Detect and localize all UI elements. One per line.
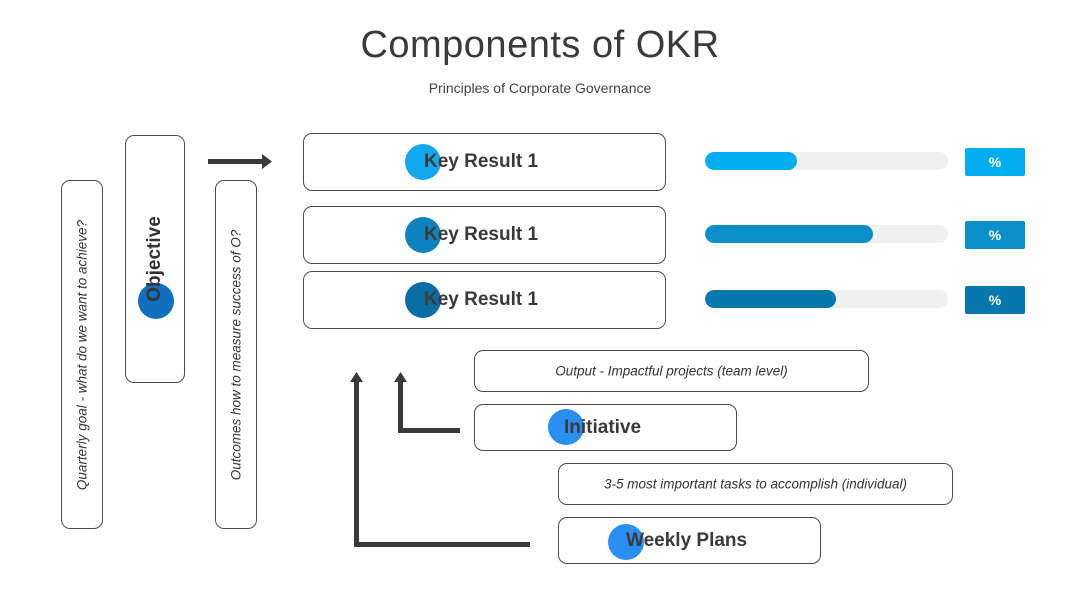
key-result-progress-track <box>705 290 948 308</box>
objective-dot <box>138 283 174 319</box>
key-result-box: Key Result 1 <box>303 133 666 191</box>
key-result-dot <box>405 217 441 253</box>
initiative-label: Initiative <box>564 416 642 438</box>
key-result-label: Key Result 1 <box>424 151 539 172</box>
weekly-arrow-head-icon <box>350 372 363 382</box>
initiative-connector-vertical <box>398 380 403 433</box>
initiative-arrow-head-icon <box>394 372 407 382</box>
objective-box: Objective <box>125 135 185 383</box>
key-result-box: Key Result 1 <box>303 271 666 329</box>
weekly-plans-label: Weekly Plans <box>626 529 748 551</box>
output-note-text: Output - Impactful projects (team level) <box>555 363 788 379</box>
tasks-note-box: 3-5 most important tasks to accomplish (… <box>558 463 953 505</box>
key-result-dot <box>405 144 441 180</box>
key-result-progress-track <box>705 225 948 243</box>
quarterly-goal-box: Quarterly goal - what do we want to achi… <box>61 180 103 529</box>
initiative-box: Initiative <box>474 404 737 451</box>
key-result-progress-fill <box>705 225 873 243</box>
key-result-box: Key Result 1 <box>303 206 666 264</box>
weekly-plans-box: Weekly Plans <box>558 517 821 564</box>
initiative-dot <box>548 409 584 445</box>
key-result-percent-badge: % <box>965 148 1025 176</box>
key-result-percent-badge: % <box>965 286 1025 314</box>
key-result-dot <box>405 282 441 318</box>
weekly-plans-dot <box>608 524 644 560</box>
output-note-box: Output - Impactful projects (team level) <box>474 350 869 392</box>
objective-label: Objective <box>144 216 165 302</box>
key-result-progress-fill <box>705 152 798 170</box>
page-subtitle: Principles of Corporate Governance <box>428 80 652 96</box>
page-title: Components of OKR <box>360 24 720 66</box>
key-result-percent-badge: % <box>965 221 1025 249</box>
key-result-label: Key Result 1 <box>424 224 539 245</box>
outcomes-text: Outcomes how to measure success of O? <box>228 229 244 480</box>
objective-arrow-shaft <box>208 159 264 164</box>
weekly-connector-vertical <box>354 380 359 547</box>
quarterly-goal-text: Quarterly goal - what do we want to achi… <box>74 219 90 490</box>
outcomes-box: Outcomes how to measure success of O? <box>215 180 257 529</box>
weekly-connector-horizontal <box>354 542 530 547</box>
tasks-note-text: 3-5 most important tasks to accomplish (… <box>603 476 908 492</box>
key-result-label: Key Result 1 <box>424 289 539 310</box>
objective-arrow-head-icon <box>262 154 272 169</box>
key-result-progress-fill <box>705 290 837 308</box>
key-result-progress-track <box>705 152 948 170</box>
initiative-connector-horizontal <box>398 428 460 433</box>
